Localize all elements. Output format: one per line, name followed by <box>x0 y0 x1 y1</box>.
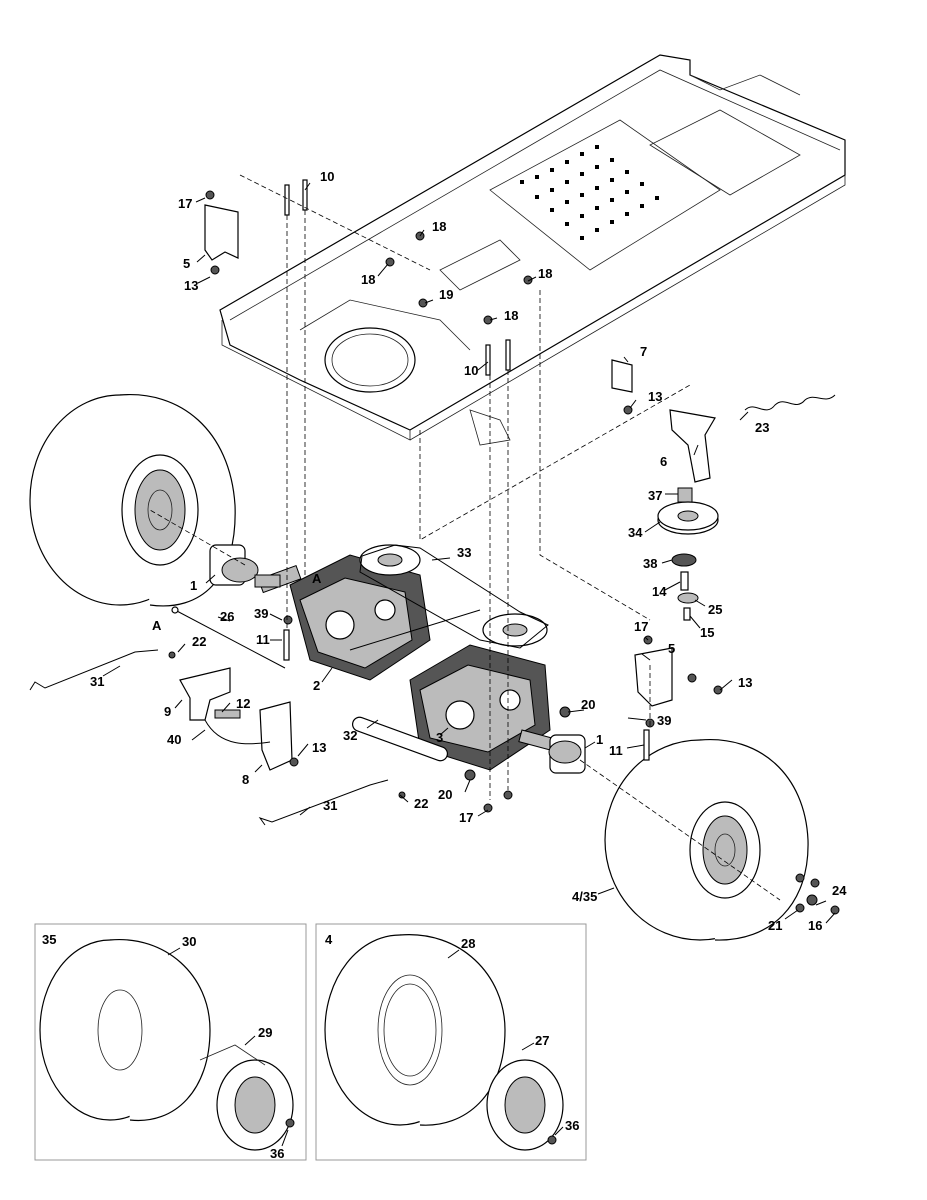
rod-32 <box>351 716 449 762</box>
part-label: 17 <box>178 196 192 211</box>
part-label: 2 <box>313 678 320 693</box>
part-label: 13 <box>738 675 752 690</box>
part-label: 19 <box>439 287 453 302</box>
part-label: 39 <box>657 713 671 728</box>
bypass-rod-31-lower <box>258 779 389 826</box>
idler-arm-6 <box>669 409 716 483</box>
part-label: 11 <box>609 743 623 758</box>
inset-35-title: 35 <box>42 932 56 947</box>
part-label: 12 <box>236 696 250 711</box>
rod-26 <box>174 609 286 669</box>
inset-part-label: 29 <box>258 1025 272 1040</box>
part-label: 3 <box>436 730 443 745</box>
inset-4-rim <box>486 1059 564 1151</box>
part-label: 20 <box>581 697 595 712</box>
bracket-assembly-8-9 <box>179 667 293 771</box>
right-transaxle <box>409 644 567 771</box>
part-label: 18 <box>361 272 375 287</box>
part-label: 33 <box>457 545 471 560</box>
alignment-lines <box>149 174 781 901</box>
inset-4-frame <box>315 923 587 1161</box>
part-label: 1 <box>190 578 197 593</box>
part-label: 25 <box>708 602 722 617</box>
inset-35-frame <box>34 923 307 1161</box>
part-label: 38 <box>643 556 657 571</box>
part-label: 22 <box>192 634 206 649</box>
part-labels: 11234/3555678910101111121313131314151617… <box>90 169 847 933</box>
part-label: 20 <box>438 787 452 802</box>
part-label: 9 <box>164 704 171 719</box>
idler-pulley-stack <box>657 487 719 621</box>
part-label: 40 <box>167 732 181 747</box>
part-label: 15 <box>700 625 714 640</box>
part-label: 26 <box>220 609 234 624</box>
part-label: 14 <box>652 584 667 599</box>
part-label: 17 <box>634 619 648 634</box>
bracket-5-lower <box>634 647 673 707</box>
part-label: 32 <box>343 728 357 743</box>
inset-part-label: 27 <box>535 1033 549 1048</box>
chassis-frame <box>219 54 846 446</box>
inset-35-tire <box>39 939 211 1122</box>
inset-part-label: 28 <box>461 936 475 951</box>
part-label: A <box>312 571 322 586</box>
left-rear-wheel <box>29 393 236 607</box>
part-label: 13 <box>648 389 662 404</box>
part-label: A <box>152 618 162 633</box>
leader-lines <box>102 182 836 1147</box>
part-label: 5 <box>183 256 190 271</box>
inset-4-labels: 28 27 36 <box>461 936 579 1133</box>
bypass-rod-31-upper <box>29 649 159 691</box>
part-label: 7 <box>640 344 647 359</box>
part-label: 37 <box>648 488 662 503</box>
part-label: 39 <box>254 606 268 621</box>
part-label: 10 <box>320 169 334 184</box>
left-hub <box>209 544 281 588</box>
part-label: 16 <box>808 918 822 933</box>
part-label: 18 <box>504 308 518 323</box>
right-rear-wheel <box>604 739 809 941</box>
drive-pulleys <box>349 544 549 651</box>
part-label: 31 <box>323 798 337 813</box>
inset-35-rim <box>199 1044 295 1151</box>
part-label: 13 <box>312 740 326 755</box>
left-transaxle <box>257 554 431 681</box>
part-label: 4/35 <box>572 889 597 904</box>
part-label: 22 <box>414 796 428 811</box>
part-label: 31 <box>90 674 104 689</box>
inset-4-title: 4 <box>325 932 333 947</box>
part-label: 5 <box>668 641 675 656</box>
inset-part-label: 30 <box>182 934 196 949</box>
part-label: 13 <box>184 278 198 293</box>
part-label: 11 <box>256 632 270 647</box>
spring-23 <box>744 394 836 411</box>
part-label: 6 <box>660 454 667 469</box>
part-label: 21 <box>768 918 782 933</box>
part-label: 10 <box>464 363 478 378</box>
inset-4-tire <box>324 934 506 1126</box>
part-label: 24 <box>832 883 847 898</box>
part-label: 8 <box>242 772 249 787</box>
part-label: 17 <box>459 810 473 825</box>
part-label: 34 <box>628 525 643 540</box>
part-label: 1 <box>596 732 603 747</box>
inset-part-label: 36 <box>270 1146 284 1161</box>
inset-part-label: 36 <box>565 1118 579 1133</box>
part-label: 18 <box>432 219 446 234</box>
bracket-5-upper <box>204 190 239 275</box>
right-hub <box>548 734 586 774</box>
inset-35-labels: 30 29 36 <box>182 934 284 1161</box>
part-label: 23 <box>755 420 769 435</box>
part-label: 18 <box>538 266 552 281</box>
bracket-7 <box>611 359 633 393</box>
